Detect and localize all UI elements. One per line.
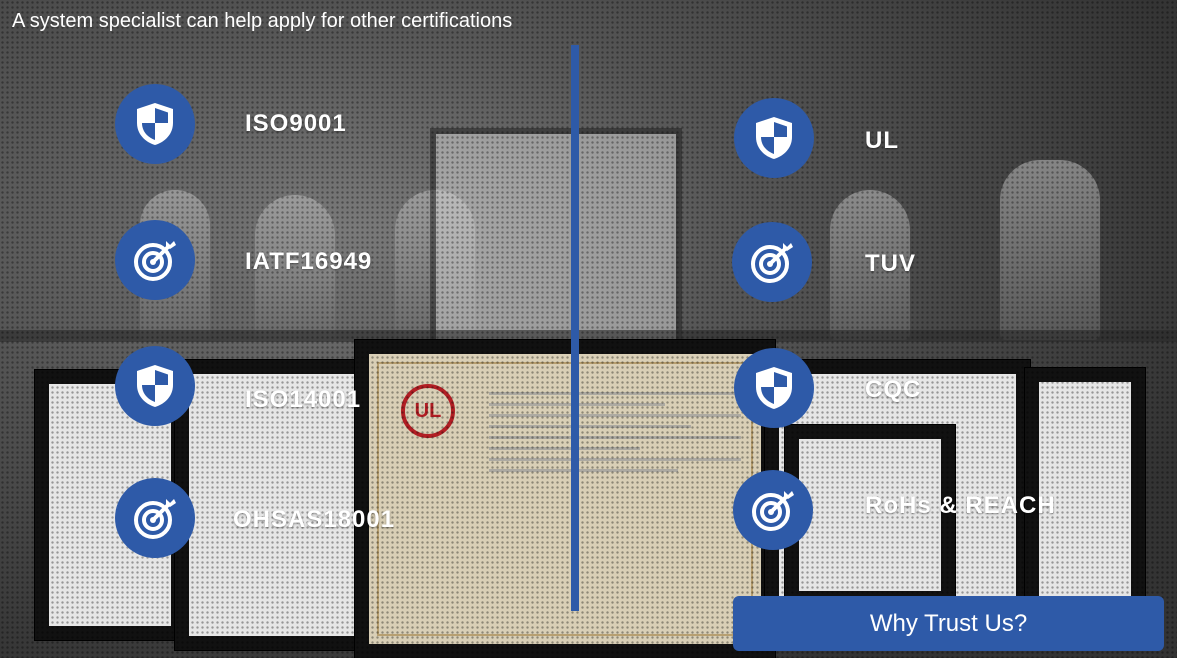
cert-label: UL xyxy=(865,127,899,154)
shelf xyxy=(0,330,1177,342)
cert-label: CQC xyxy=(865,376,922,403)
shield-icon xyxy=(734,348,814,428)
center-divider xyxy=(571,45,579,611)
shield-icon xyxy=(734,98,814,178)
cert-label: ISO9001 xyxy=(245,110,347,137)
trophy-image xyxy=(1000,160,1100,340)
target-icon xyxy=(733,470,813,550)
cert-label: IATF16949 xyxy=(245,248,373,275)
target-icon xyxy=(732,222,812,302)
certificate-frame xyxy=(175,360,375,650)
cert-label: TUV xyxy=(865,250,916,277)
target-icon xyxy=(115,478,195,558)
shield-icon xyxy=(115,84,195,164)
cert-label: ISO14001 xyxy=(245,386,362,413)
headline: A system specialist can help apply for o… xyxy=(12,10,513,32)
shield-icon xyxy=(115,346,195,426)
certificate-frame xyxy=(785,425,955,605)
trophy-image xyxy=(255,195,335,340)
why-trust-us-button[interactable]: Why Trust Us? xyxy=(733,596,1164,651)
cert-label: RoHs & REACH xyxy=(865,492,1056,519)
certificate-frame: UL xyxy=(355,340,775,658)
plaque-image xyxy=(430,128,682,345)
target-icon xyxy=(115,220,195,300)
cert-label: OHSAS18001 xyxy=(233,506,396,533)
trophy-image xyxy=(830,190,910,340)
ul-logo: UL xyxy=(401,384,455,438)
